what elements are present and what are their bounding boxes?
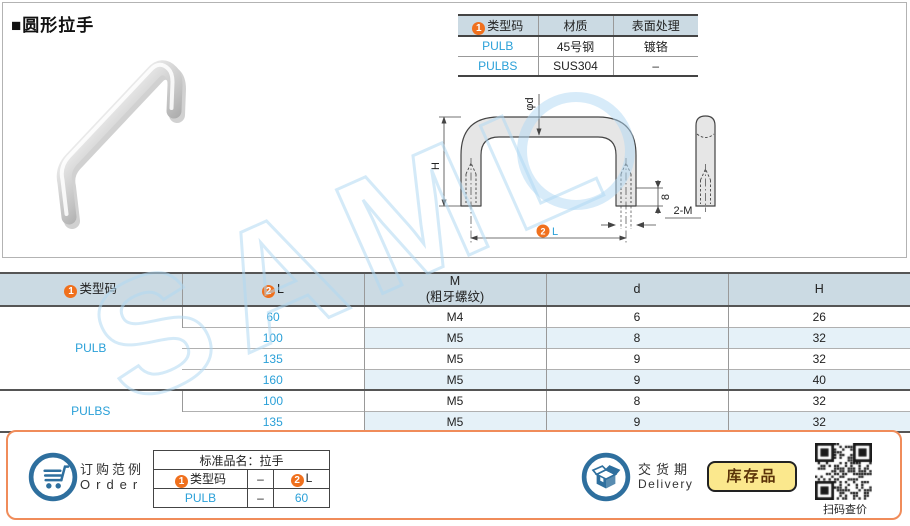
h-cell: 32 — [727, 347, 910, 370]
dim-H — [439, 116, 461, 207]
spec-finish: 镀铬 — [612, 35, 698, 56]
badge-2-icon — [536, 224, 550, 238]
handle-front-view — [460, 116, 637, 207]
d-cell: 9 — [545, 410, 728, 433]
badge-1-icon: 1 — [174, 475, 188, 488]
dim-L-badge-num: 2 — [540, 227, 545, 237]
m-cell: M5 — [363, 389, 546, 412]
dim-8-arrow-top — [655, 181, 661, 188]
h-cell: 40 — [727, 368, 910, 391]
order-table-example-row: PULB – 60 — [153, 488, 330, 508]
dimension-label-2m: 2-M — [674, 205, 693, 217]
dimension-label-l: L — [552, 226, 558, 238]
order-example-code: PULB — [153, 488, 248, 508]
header-m: M(粗牙螺纹) — [363, 273, 546, 308]
stock-badge: 库存品 — [707, 461, 797, 492]
delivery-label: 交货期 — [638, 462, 693, 477]
order-example-label-en: Order — [80, 477, 144, 492]
thread-hole-side — [696, 133, 715, 212]
m-cell: M5 — [363, 347, 546, 370]
table-row: 160 M5 9 40 — [0, 368, 910, 391]
order-example-l: 60 — [273, 488, 330, 508]
package-icon — [581, 452, 631, 502]
l-cell: 100 — [182, 326, 364, 349]
order-header-sep: – — [247, 469, 274, 489]
l-cell: 60 — [181, 306, 364, 328]
spec-header-finish: 表面处理 — [612, 15, 698, 37]
dim-2m-arrow-right — [636, 222, 644, 228]
badge-2-icon: 2 — [290, 474, 304, 487]
h-cell: 32 — [727, 410, 910, 433]
badge-1-icon: 1 — [64, 284, 78, 298]
badge-1-icon: 1 — [472, 21, 486, 35]
d-cell: 9 — [545, 368, 728, 391]
spec-material: 45号钢 — [537, 35, 613, 56]
order-table-title: 标准品名：拉手 — [153, 450, 330, 470]
m-cell: M4 — [363, 306, 546, 328]
spec-code: PULBS — [458, 55, 538, 76]
l-cell: 100 — [181, 389, 364, 412]
dim-8-arrow-bottom — [655, 206, 661, 213]
d-cell: 6 — [545, 306, 728, 328]
table-row: PULBS 100 M5 8 32 — [0, 389, 910, 433]
m-cell: M5 — [363, 326, 546, 349]
dimension-label-h: H — [431, 162, 442, 170]
spec-code: PULB — [458, 35, 538, 56]
header-h: H — [727, 273, 910, 308]
h-cell: 32 — [727, 389, 910, 412]
badge-2-icon: 2 — [262, 284, 276, 298]
l-cell: 135 — [182, 410, 364, 433]
spec-row: PULBS SUS304 – — [458, 55, 698, 76]
spec-material: SUS304 — [537, 55, 613, 76]
spec-finish: – — [612, 55, 698, 76]
order-example-sep: – — [247, 488, 274, 508]
type-code-cell: PULBS — [0, 389, 182, 433]
technical-drawing: H φd 2 L 8 2-M — [431, 94, 716, 243]
table-row: 135 M5 9 32 — [0, 347, 910, 370]
spec-row: PULB 45号钢 镀铬 — [458, 35, 698, 56]
d-cell: 8 — [545, 326, 728, 349]
page-title: ■圆形拉手 — [11, 16, 95, 35]
m-cell: M5 — [363, 410, 546, 433]
m-cell: M5 — [363, 368, 546, 391]
table-row: 100 M5 8 32 — [0, 326, 910, 349]
delivery-label-en: Delivery — [638, 477, 694, 491]
l-cell: 160 — [182, 368, 364, 391]
h-cell: 32 — [727, 326, 910, 349]
dimension-label-dia: φd — [524, 97, 536, 110]
cart-icon — [28, 452, 78, 502]
h-cell: 26 — [727, 306, 910, 328]
table-row: 135 M5 9 32 — [0, 410, 910, 433]
handle-side-view — [695, 115, 716, 207]
type-code-cell: PULB — [75, 341, 107, 356]
d-cell: 9 — [545, 347, 728, 370]
d-cell: 8 — [545, 389, 728, 412]
dim-2m-lines — [601, 217, 701, 226]
qr-caption: 扫码查价 — [823, 504, 867, 516]
dim-2m-arrow-left — [608, 222, 616, 228]
thread-hole-left — [465, 158, 477, 243]
order-table-title-row: 标准品名：拉手 — [153, 450, 330, 470]
handle-photo-shape — [56, 60, 186, 229]
order-example-label: 订购范例 — [80, 462, 145, 477]
qr-code — [815, 443, 872, 500]
l-cell: 135 — [182, 347, 364, 370]
dimension-label-8: 8 — [660, 194, 672, 200]
header-d: d — [545, 273, 728, 308]
product-photo — [56, 60, 186, 229]
spec-header-material: 材质 — [537, 15, 613, 37]
table-row: PULB 60 M4 6 26 — [0, 306, 910, 355]
